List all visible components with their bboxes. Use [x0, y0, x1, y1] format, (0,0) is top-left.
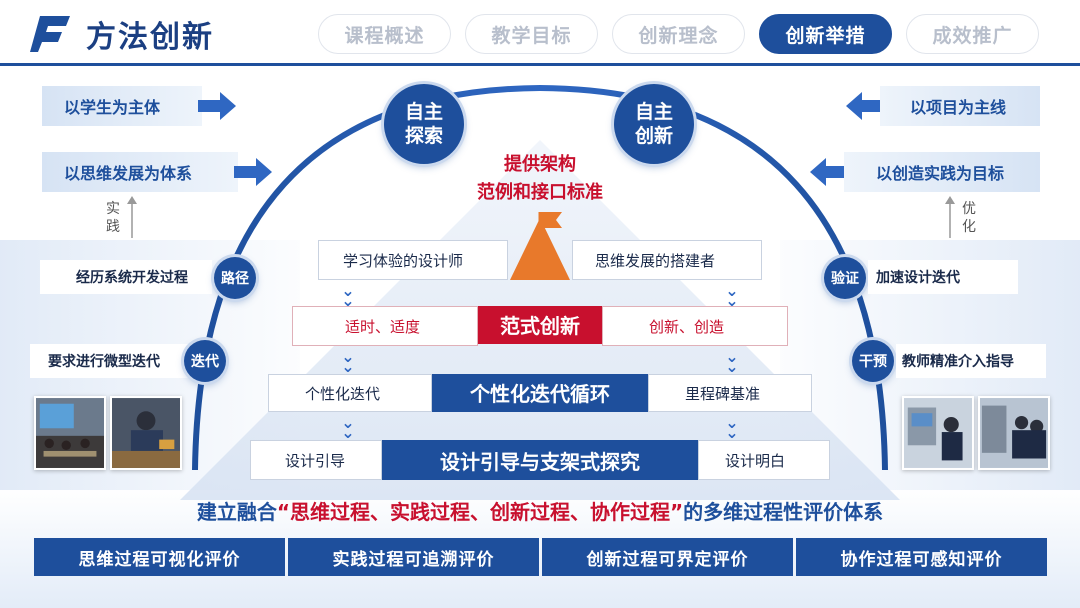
student-centered-label: 以学生为主体: [42, 86, 202, 126]
arrow-up-icon: [127, 196, 137, 238]
chevron-down-icon: ⌄⌄: [725, 413, 739, 442]
optimize-text: 优 化: [962, 201, 976, 235]
thinking-system-label: 以思维发展为体系: [42, 152, 238, 192]
thinking-builder-box: 思维发展的搭建者: [572, 240, 762, 280]
chevron-down-icon: ⌄⌄: [725, 347, 739, 376]
milestone-baseline-box: 里程碑基准: [648, 374, 812, 412]
tab-innovation-measures[interactable]: 创新举措: [759, 14, 892, 54]
teacher-guidance-label: 教师精准介入指导: [896, 344, 1046, 378]
system-dev-process-label: 经历系统开发过程: [40, 260, 212, 294]
chevron-down-icon: ⌄⌄: [341, 281, 355, 310]
chevron-down-icon: ⌄⌄: [341, 413, 355, 442]
intervene-badge: 干预: [852, 340, 894, 382]
innovation-define-eval: 创新过程可界定评价: [542, 538, 793, 576]
creative-practice-label: 以创造实践为目标: [844, 152, 1040, 192]
students-lab-photo: [978, 396, 1050, 470]
tab-course-overview[interactable]: 课程概述: [318, 14, 451, 54]
teacher-lab-photo: [902, 396, 974, 470]
evaluation-statement: 建立融合“思维过程、实践过程、创新过程、协作过程”的多维过程性评价体系: [0, 496, 1080, 525]
accelerate-iteration-label: 加速设计迭代: [868, 260, 1018, 294]
verify-badge: 验证: [824, 257, 866, 299]
arrow-up-icon: [945, 196, 955, 238]
autonomous-explore-badge: 自主 探索: [384, 84, 464, 164]
arrow-right-icon: [198, 92, 236, 120]
personalized-loop-title: 个性化迭代循环: [470, 382, 610, 406]
framework-line2: 范例和接口标准: [477, 182, 603, 203]
iteration-badge: 迭代: [184, 340, 226, 382]
personalized-iteration-box: 个性化迭代: [268, 374, 432, 412]
design-clarity-box: 设计明白: [698, 440, 830, 480]
classroom-photo: [34, 396, 106, 470]
autonomous-innovate-badge: 自主 创新: [614, 84, 694, 164]
innovate-create-box: 创新、创造: [602, 306, 788, 346]
evaluation-prefix: 建立融合: [196, 500, 277, 524]
thinking-visual-eval: 思维过程可视化评价: [34, 538, 285, 576]
collaboration-perceive-eval: 协作过程可感知评价: [796, 538, 1047, 576]
arrow-right-icon: [234, 158, 272, 186]
design-scaffold-title: 设计引导与支架式探究: [440, 450, 640, 474]
lab-work-photo: [110, 396, 182, 470]
practice-trace-eval: 实践过程可追溯评价: [288, 538, 539, 576]
tab-teaching-goals[interactable]: 教学目标: [465, 14, 598, 54]
path-badge: 路径: [214, 257, 256, 299]
evaluation-suffix: 的多维过程性评价体系: [683, 500, 884, 524]
project-mainline-label: 以项目为主线: [880, 86, 1040, 126]
evaluation-highlight: “思维过程、实践过程、创新过程、协作过程”: [276, 500, 684, 524]
micro-iteration-label: 要求进行微型迭代: [30, 344, 190, 378]
logo-icon: [30, 16, 70, 52]
design-guidance-box: 设计引导: [250, 440, 382, 480]
tab-innovation-concept[interactable]: 创新理念: [612, 14, 745, 54]
page-title: 方法创新: [86, 20, 214, 55]
learning-designer-box: 学习体验的设计师: [318, 240, 508, 280]
arrow-left-icon: [810, 158, 848, 186]
chevron-down-icon: ⌄⌄: [341, 347, 355, 376]
tab-results-promotion[interactable]: 成效推广: [906, 14, 1039, 54]
practice-text: 实 践: [106, 201, 120, 235]
paradigm-innovation-title: 范式创新: [500, 314, 580, 338]
arrow-left-icon: [846, 92, 884, 120]
framework-line1: 提供架构: [504, 154, 576, 175]
timely-moderate-box: 适时、适度: [292, 306, 478, 346]
chevron-down-icon: ⌄⌄: [725, 281, 739, 310]
